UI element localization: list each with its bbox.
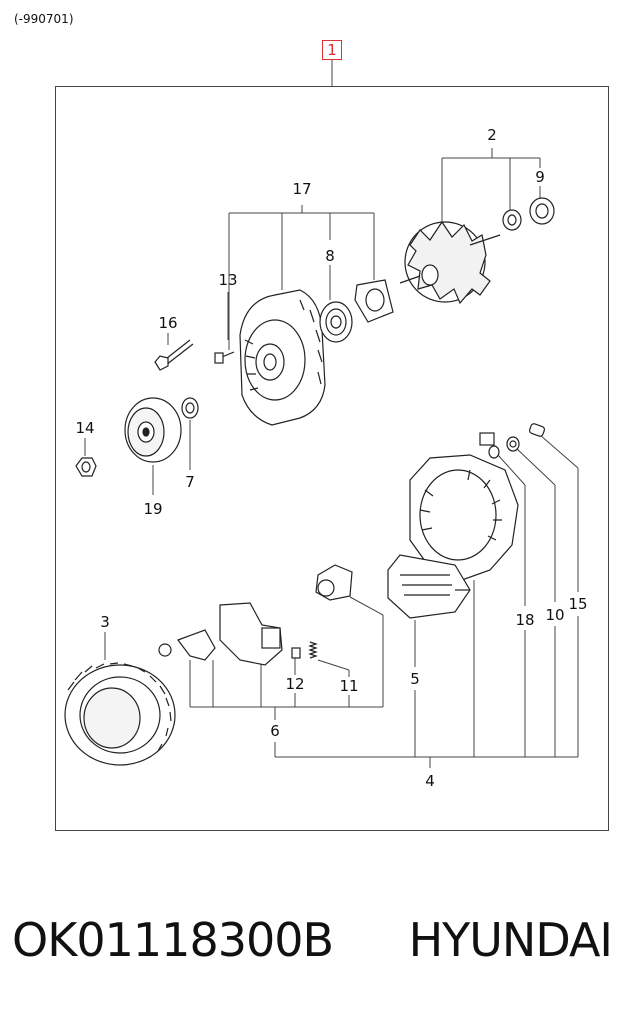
callout-15[interactable]: 15 xyxy=(568,595,588,613)
callout-10[interactable]: 10 xyxy=(545,606,565,624)
callout-1-assembly[interactable]: 1 xyxy=(322,40,342,60)
bearing-part xyxy=(319,301,353,343)
callout-13[interactable]: 13 xyxy=(218,271,238,289)
callout-18[interactable]: 18 xyxy=(515,611,535,629)
callout-16[interactable]: 16 xyxy=(158,314,178,332)
brand-name: HYUNDAI xyxy=(408,913,613,967)
retainer-plate-part xyxy=(354,279,394,323)
callout-17[interactable]: 17 xyxy=(292,180,312,198)
part-number: OK01118300B xyxy=(12,913,334,967)
callout-12[interactable]: 12 xyxy=(285,675,305,693)
callout-9[interactable]: 9 xyxy=(535,168,545,186)
brush-part xyxy=(291,647,301,659)
diagram-code: (-990701) xyxy=(14,12,74,26)
nut-part xyxy=(75,457,97,477)
front-housing-part xyxy=(239,289,326,426)
callout-6[interactable]: 6 xyxy=(270,722,280,740)
callout-3[interactable]: 3 xyxy=(100,613,110,631)
callout-4[interactable]: 4 xyxy=(425,772,435,790)
callout-11[interactable]: 11 xyxy=(339,677,359,695)
cap-part xyxy=(528,423,546,437)
small-nut-part xyxy=(506,436,520,452)
regulator-part xyxy=(158,602,283,666)
screw-part xyxy=(214,351,235,364)
stator-part xyxy=(64,662,176,766)
callout-2[interactable]: 2 xyxy=(487,126,497,144)
callout-5[interactable]: 5 xyxy=(410,670,420,688)
through-bolt-part xyxy=(154,339,194,371)
callout-19[interactable]: 19 xyxy=(143,500,163,518)
rear-bearing-part xyxy=(529,197,555,225)
connector-part xyxy=(315,564,353,601)
callout-7[interactable]: 7 xyxy=(185,473,195,491)
washer-part xyxy=(502,209,522,231)
spacer-part xyxy=(181,397,199,419)
footer: OK01118300B HYUNDAI xyxy=(12,908,613,978)
callout-8[interactable]: 8 xyxy=(325,247,335,265)
assembly-frame xyxy=(55,86,609,831)
terminal-part xyxy=(479,432,500,459)
callout-14[interactable]: 14 xyxy=(75,419,95,437)
rotor-part xyxy=(399,220,501,305)
spring-part xyxy=(308,641,318,659)
pulley-part xyxy=(124,397,182,463)
rectifier-part xyxy=(387,554,471,619)
